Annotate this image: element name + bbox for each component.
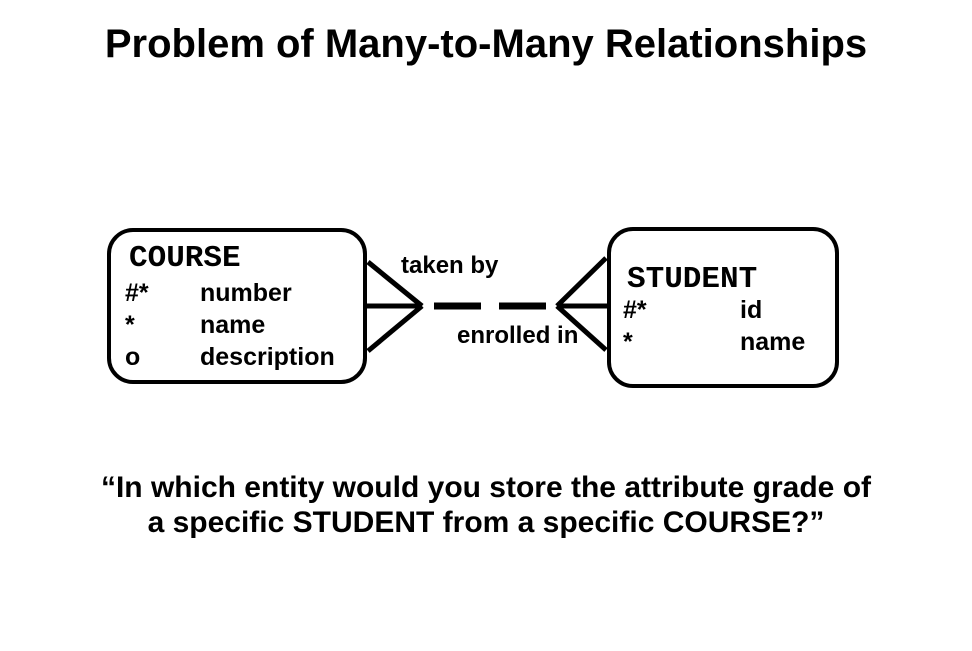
attribute-list-student: #* id * name: [623, 294, 805, 358]
relationship-label-enrolled-in: enrolled in: [457, 322, 579, 349]
attribute-label: id: [740, 296, 763, 324]
attribute-prefix: o: [125, 343, 141, 371]
attribute-prefix: #*: [623, 296, 647, 324]
entity-name-student: STUDENT: [627, 262, 758, 297]
attribute-row: * name: [125, 309, 335, 341]
attribute-row: #* number: [125, 277, 335, 309]
attribute-label: description: [200, 343, 335, 371]
attribute-row: #* id: [623, 294, 805, 326]
attribute-row: * name: [623, 326, 805, 358]
entity-box-student: STUDENT #* id * name: [607, 227, 839, 388]
attribute-label: name: [200, 311, 266, 339]
relationship-label-taken-by: taken by: [401, 252, 499, 279]
attribute-prefix: #*: [125, 279, 149, 307]
question-quote: “In which entity would you store the att…: [0, 470, 972, 540]
quote-line-2: a specific STUDENT from a specific COURS…: [147, 506, 825, 539]
attribute-label: number: [200, 279, 292, 307]
attribute-list-course: #* number * name o description: [125, 277, 335, 373]
page-title: Problem of Many-to-Many Relationships: [104, 22, 868, 66]
entity-box-course: COURSE #* number * name o description: [107, 228, 367, 384]
quote-line-1: “In which entity would you store the att…: [100, 471, 872, 504]
attribute-label: name: [740, 328, 806, 356]
attribute-prefix: *: [125, 311, 135, 339]
attribute-prefix: *: [623, 328, 633, 356]
attribute-row: o description: [125, 341, 335, 373]
entity-name-course: COURSE: [129, 241, 241, 276]
